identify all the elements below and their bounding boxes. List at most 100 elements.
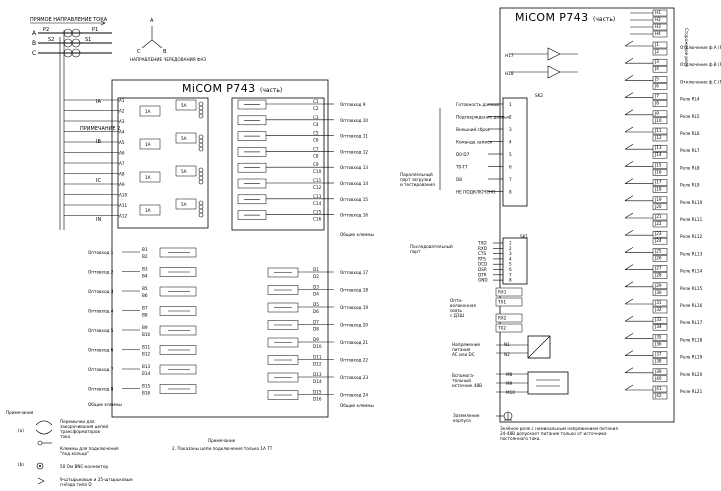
c-terminal: C4 (313, 122, 319, 127)
c-terminal: C12 (313, 185, 322, 190)
relay-terminal: J19 (654, 197, 662, 202)
relay-terminal: J37 (654, 352, 662, 357)
relay-terminal: J9 (654, 111, 659, 116)
opto-input-label: Оптовход 7 (88, 367, 114, 372)
relay-terminal: J31 (654, 300, 662, 305)
d-terminal: D1 (313, 267, 319, 272)
ct-terminal: A6 (119, 151, 125, 156)
opto-input-label: Оптовход 6 (88, 348, 114, 353)
sk1-signal-label: DTR (478, 272, 487, 277)
phase-rotation-symbol: A C B (137, 18, 167, 55)
relay-terminal: J34 (654, 324, 662, 329)
c-terminal: C15 (313, 210, 322, 215)
relay-terminal: J17 (654, 180, 662, 185)
svg-text:M8: M8 (506, 372, 513, 377)
b-terminal: B15 (142, 384, 151, 389)
c-terminal: C9 (313, 162, 319, 167)
svg-text:B: B (163, 49, 167, 55)
relay-terminal: J18 (654, 187, 662, 192)
relay-terminal: J7 (654, 94, 659, 99)
forward-arrow-head (100, 20, 106, 26)
ttl-drivers: H17 H18 (505, 47, 578, 79)
fiber-terminal: TX2 (497, 326, 506, 331)
legend-a-text1: Перемычки для закорачивания цепей трансф… (60, 419, 109, 439)
h-terminal: H2 (655, 17, 661, 22)
opto-input-label: Оптовход 19 (340, 305, 368, 310)
relay-terminal: J39 (654, 369, 662, 374)
relay-terminal: J20 (654, 204, 662, 209)
sk2-signal-label: D0-D7 (456, 152, 470, 157)
note-title: Примечание (208, 438, 236, 443)
opto-input-label: Оптовход 21 (340, 340, 368, 345)
fiber-terminal: RX2 (498, 316, 507, 321)
relay-terminal: J26 (654, 255, 662, 260)
svg-text:4: 4 (509, 140, 512, 145)
ct-rating-label: 5A (181, 169, 187, 174)
relay-output-label: Отключение ф.А (RL1) (680, 45, 721, 50)
d-terminal: D16 (313, 397, 322, 402)
relay-terminal: J29 (654, 283, 662, 288)
relay-terminal: J16 (654, 169, 662, 174)
opto-input-label: Оптовход 4 (88, 309, 114, 314)
h-terminal: H3 (655, 24, 661, 29)
b-terminal: B2 (142, 254, 148, 259)
p2-label: P2 (43, 27, 49, 33)
h-terminal: H1 (655, 10, 661, 15)
d-terminal: D9 (313, 337, 319, 342)
b-terminal: B8 (142, 313, 148, 318)
opto-input-label: Оптовход 14 (340, 181, 368, 186)
svg-text:1: 1 (509, 241, 512, 246)
legend-title: Примечания (6, 410, 34, 415)
c-terminal: C5 (313, 131, 319, 136)
relay-terminal: J24 (654, 238, 662, 243)
ct-terminal: A5 (119, 140, 125, 145)
svg-text:2: 2 (509, 246, 512, 251)
ct-terminal: A3 (119, 119, 125, 124)
opto-input-label: Оптовход 16 (340, 213, 368, 218)
fiber-terminal: RX1 (498, 290, 507, 295)
c-terminal: C14 (313, 201, 322, 206)
left-relay-box (111, 79, 329, 418)
b-terminal: B3 (142, 267, 148, 272)
phase-a-label: A (32, 30, 37, 37)
legend-c-text: 9-штырьковые и 25-штырьковые гнёзда типа… (60, 477, 134, 487)
earth-symbol (496, 411, 513, 421)
power-supply: N1 N2 (496, 335, 551, 359)
sk2-signal-label: D8 (456, 177, 462, 182)
common-terminals-c: Общие клеммы (340, 232, 374, 237)
sk2-signal-label: Внешний сброс (456, 127, 491, 132)
relay-terminal: J10 (654, 118, 662, 123)
backup-48v: M8 M9 M10 (496, 371, 569, 395)
svg-text:3: 3 (509, 127, 512, 132)
sk1-signal-label: DSR (478, 267, 487, 272)
ct-rating-label: 5A (181, 136, 187, 141)
legend-b-text: 50 Ом BNC-коннектор (60, 464, 109, 469)
svg-text:IA: IA (96, 99, 101, 105)
sk2-signal-label: Команда записи (456, 140, 492, 145)
b-terminal: B4 (142, 274, 148, 279)
c-terminal: C6 (313, 138, 319, 143)
b-terminal: B10 (142, 332, 151, 337)
legend-b: (b) (18, 462, 24, 467)
sk2-signal-label: Подтверждение данных (456, 115, 511, 120)
relay-terminal: J15 (654, 162, 662, 167)
relay-terminal: J41 (654, 386, 662, 391)
relay-terminal: J14 (654, 152, 662, 157)
svg-text:2: 2 (509, 115, 512, 120)
left-title-part: (часть) (260, 87, 282, 94)
common-terminals-b: Общие клеммы (88, 402, 122, 407)
relay-terminal: J40 (654, 376, 662, 381)
phase-b-label: B (32, 40, 36, 47)
relay-terminal: J8 (654, 101, 659, 106)
d-terminal: D6 (313, 309, 319, 314)
opto-link-label: Опто- волоконная связь с ДЗШ (450, 298, 477, 318)
ct-rating-label: 1A (145, 109, 151, 114)
relay-output-label: Реле RL20 (680, 372, 703, 377)
relay-output-label: Реле RL6 (680, 131, 700, 136)
relay-terminal: J30 (654, 290, 662, 295)
